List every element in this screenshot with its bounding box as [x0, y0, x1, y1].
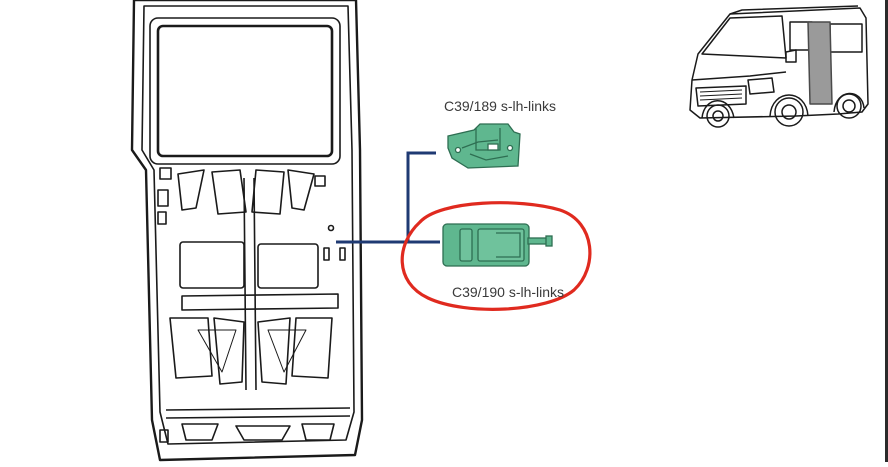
highlight-circle	[400, 201, 592, 311]
door-panel	[130, 0, 364, 462]
right-edge-border	[885, 0, 888, 462]
leader-lines	[336, 151, 440, 244]
part-c39-189-illustration	[447, 123, 521, 169]
van-illustration	[689, 5, 869, 128]
part-c39-190-illustration	[442, 223, 553, 267]
part-label-c39-189: C39/189 s-lh-links	[444, 98, 557, 114]
part-label-c39-190: C39/190 s-lh-links	[452, 284, 565, 300]
